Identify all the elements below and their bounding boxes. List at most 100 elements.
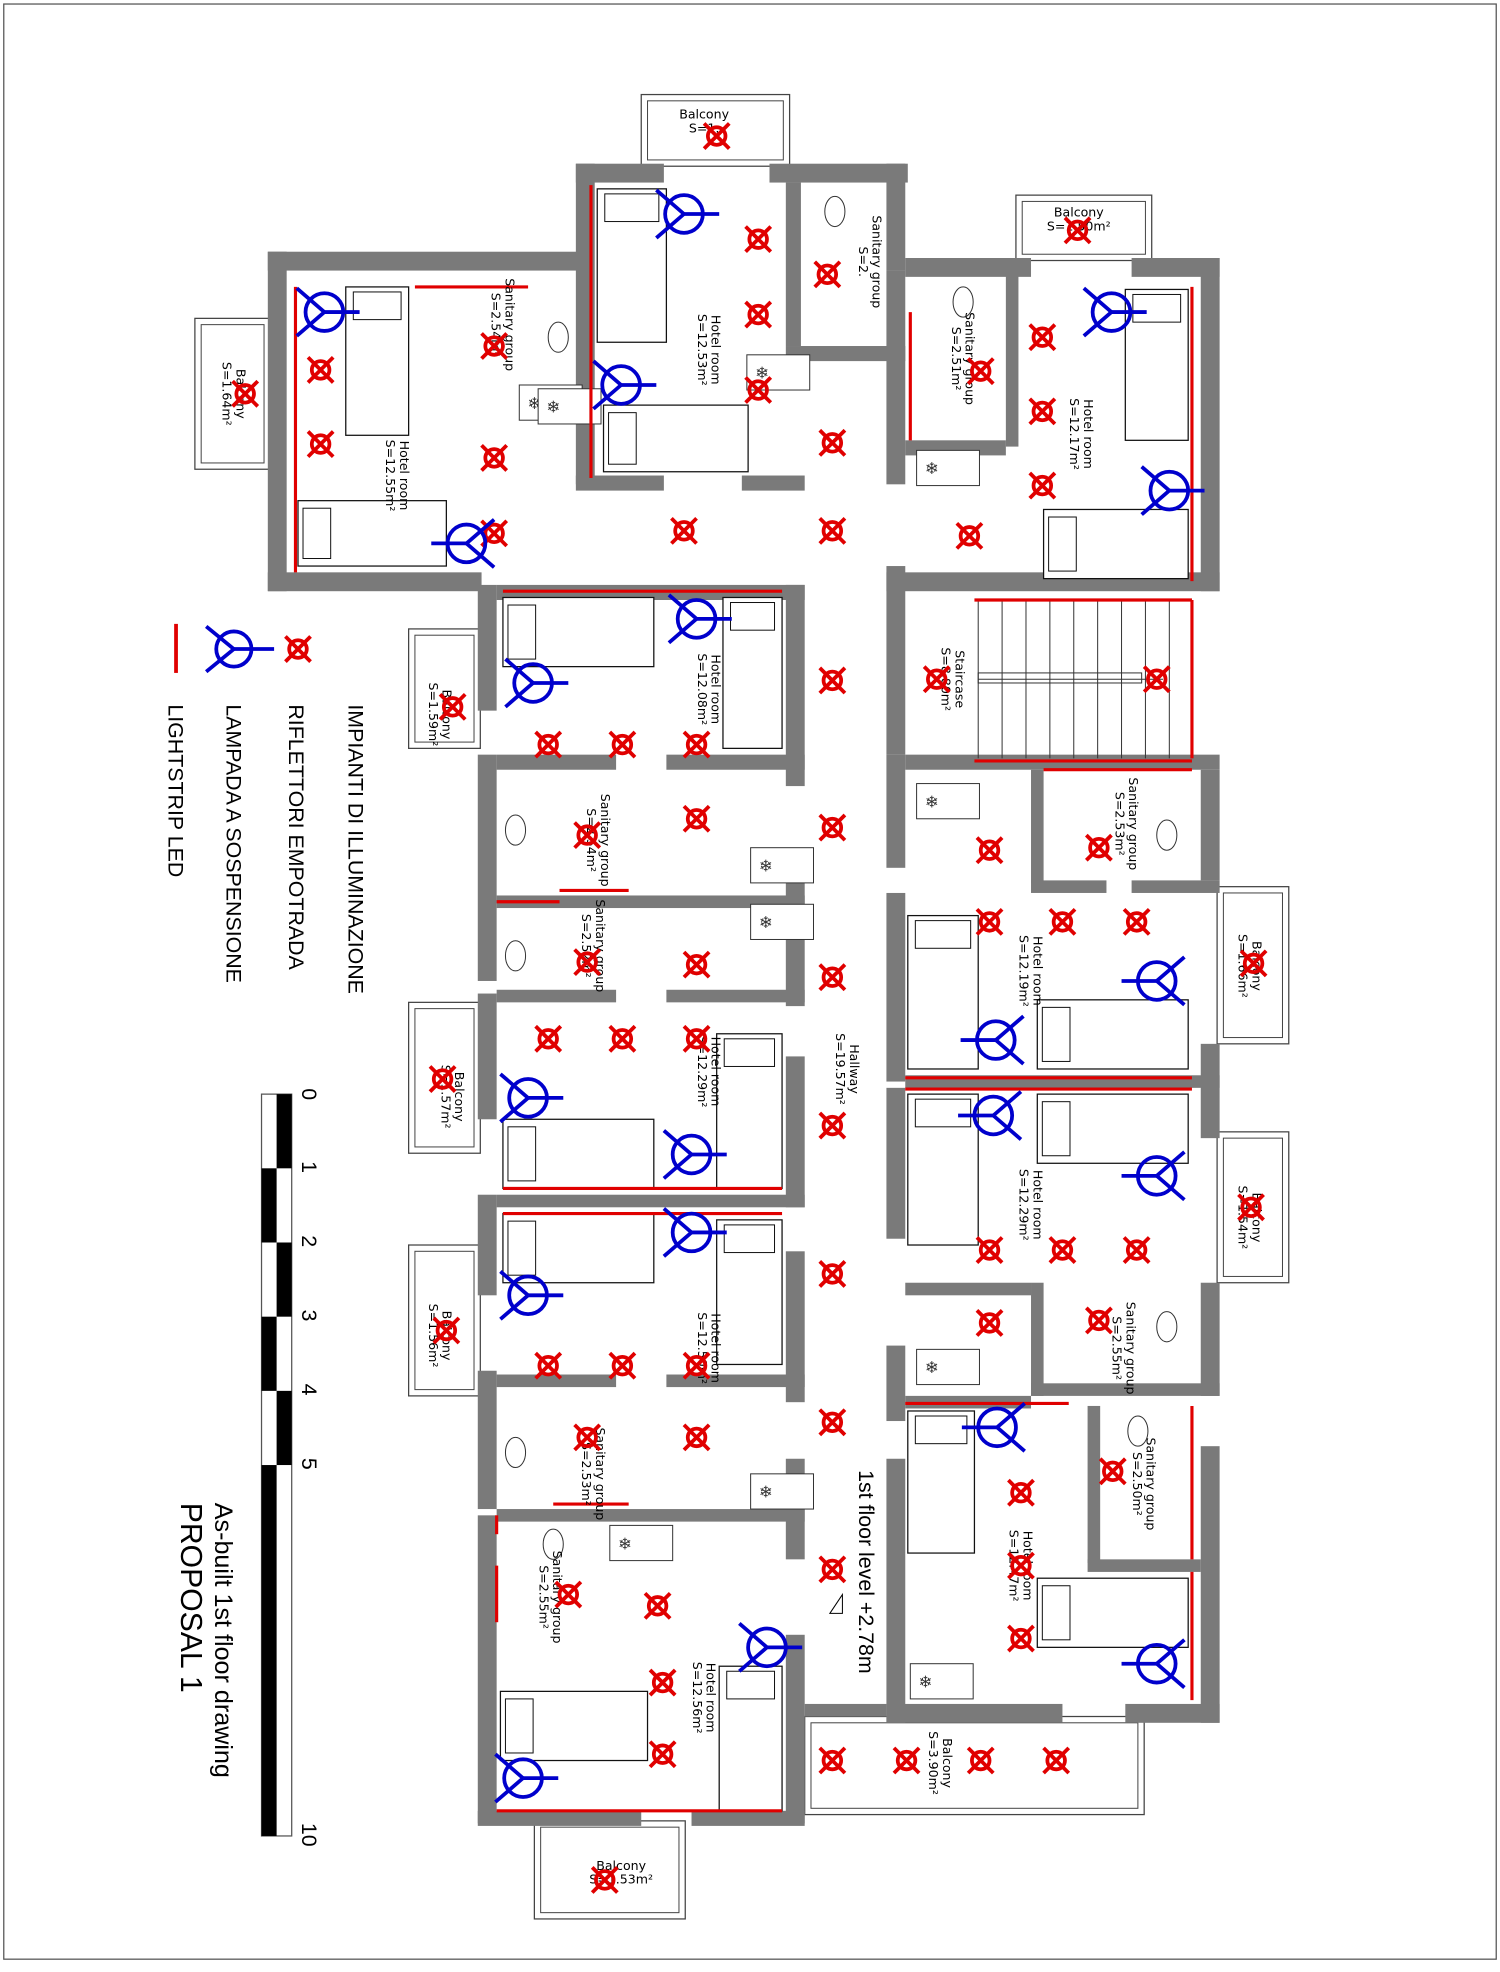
spot-cross bbox=[682, 730, 711, 759]
svg-text:Sanitary group: Sanitary group bbox=[1124, 1302, 1139, 1395]
fridge-snowflake-icon: ❄ bbox=[759, 857, 773, 876]
recessed-spotlight-icon bbox=[975, 836, 1004, 865]
spot-cross bbox=[975, 907, 1004, 936]
legend-heading: IMPIANTI DI ILLUMINAZIONE bbox=[343, 704, 367, 994]
wall bbox=[1200, 1282, 1220, 1396]
pillow bbox=[507, 1126, 537, 1182]
pillow bbox=[914, 1415, 968, 1445]
pillow bbox=[1041, 1006, 1071, 1062]
spot-cross bbox=[813, 260, 842, 289]
recessed-spotlight-icon bbox=[975, 1236, 1004, 1264]
spot-cross bbox=[818, 666, 847, 695]
pendant-arm bbox=[1155, 1174, 1186, 1202]
recessed-spotlight-icon bbox=[1007, 1551, 1035, 1580]
recessed-spotlight-icon bbox=[892, 1746, 921, 1775]
scale-tick-5: 5 bbox=[297, 1458, 321, 1470]
pendant-arm bbox=[295, 310, 326, 338]
pendant-arm bbox=[994, 1038, 1025, 1066]
spot-ring bbox=[685, 1426, 708, 1449]
svg-text:S=12.53m²: S=12.53m² bbox=[695, 314, 710, 386]
kitchenette bbox=[916, 783, 980, 820]
pendant-arm bbox=[655, 188, 686, 216]
recessed-spotlight-icon bbox=[534, 730, 563, 759]
spot-ring bbox=[970, 1749, 992, 1772]
spot-ring bbox=[537, 1028, 559, 1050]
balcony-outline bbox=[414, 634, 475, 743]
spot-ring bbox=[1102, 1460, 1124, 1483]
pendant-arm bbox=[465, 541, 496, 569]
pendant-arm bbox=[592, 359, 623, 387]
spot-ring bbox=[483, 447, 505, 469]
wall bbox=[575, 475, 664, 491]
pillow bbox=[914, 920, 972, 949]
lighting-fixtures bbox=[231, 122, 1268, 1894]
recessed-spotlight-icon bbox=[573, 821, 602, 850]
recessed-spotlight-icon bbox=[682, 950, 711, 979]
drawing-title: PROPOSAL 1 bbox=[174, 1503, 207, 1693]
wall bbox=[785, 346, 906, 362]
spot-cross bbox=[554, 1580, 583, 1609]
pillow bbox=[302, 507, 332, 560]
spot-cross bbox=[1007, 1624, 1035, 1653]
legend-pendant-icon bbox=[205, 624, 275, 674]
pendant-lamp-icon bbox=[960, 1014, 1025, 1066]
kitchenette bbox=[750, 1473, 814, 1510]
wall bbox=[1031, 769, 1044, 883]
svg-text:S=12.47m²: S=12.47m² bbox=[1007, 1530, 1022, 1602]
spot-ring bbox=[1010, 1627, 1032, 1650]
balcony-outline bbox=[1222, 892, 1283, 1039]
recessed-spotlight-icon bbox=[432, 1316, 461, 1345]
bed bbox=[907, 914, 979, 1070]
svg-text:1st floor level +2.78m: 1st floor level +2.78m bbox=[854, 1470, 878, 1674]
pendant-arm bbox=[504, 681, 535, 709]
wall bbox=[496, 1509, 805, 1522]
spot-ring bbox=[821, 1749, 844, 1772]
wall bbox=[477, 584, 497, 711]
pendant-arm bbox=[992, 1114, 1023, 1141]
level-marker-icon bbox=[828, 1592, 843, 1614]
spot-ring bbox=[685, 733, 708, 756]
svg-text:Hotel room: Hotel room bbox=[1031, 1170, 1046, 1240]
fridge-snowflake-icon: ❄ bbox=[925, 459, 939, 478]
recessed-spotlight-icon bbox=[670, 516, 698, 545]
svg-text:Sanitary group: Sanitary group bbox=[593, 899, 608, 992]
furniture: ❄❄❄❄❄❄❄❄❄❄❄ bbox=[297, 188, 1189, 1812]
spot-cross bbox=[438, 692, 467, 721]
recessed-spotlight-icon bbox=[682, 730, 711, 759]
pendant-arm bbox=[662, 1231, 693, 1258]
recessed-spotlight-icon bbox=[682, 804, 711, 833]
spot-ring bbox=[557, 1583, 580, 1606]
bed bbox=[718, 1665, 783, 1812]
pendant-lamp-icon bbox=[295, 286, 360, 338]
wall bbox=[886, 892, 906, 1082]
spot-ring bbox=[1010, 1482, 1032, 1504]
recessed-spotlight-icon bbox=[818, 963, 847, 992]
recessed-spotlight-icon bbox=[818, 428, 847, 457]
recessed-spotlight-icon bbox=[702, 122, 731, 150]
svg-text:Balcony: Balcony bbox=[233, 369, 248, 419]
spot-ring bbox=[646, 1595, 669, 1617]
pillow bbox=[504, 1698, 534, 1754]
spot-ring bbox=[1242, 952, 1265, 975]
pendant-arm bbox=[738, 1645, 769, 1673]
spot-cross bbox=[818, 1408, 847, 1437]
balcony-outline bbox=[533, 1820, 686, 1920]
spot-ring bbox=[747, 303, 769, 326]
spot-cross bbox=[682, 1351, 711, 1380]
balcony-outline bbox=[640, 93, 791, 167]
wall bbox=[1200, 258, 1220, 592]
spot-ring bbox=[1125, 911, 1148, 933]
recessed-spotlight-icon bbox=[573, 948, 602, 977]
recessed-spotlight-icon bbox=[966, 357, 995, 386]
spot-cross bbox=[1028, 471, 1057, 500]
spot-ring bbox=[685, 1028, 708, 1050]
kitchenette bbox=[750, 903, 814, 940]
pendant-lamp-icon bbox=[1140, 465, 1205, 516]
kitchenette bbox=[750, 847, 814, 884]
pendant-lamp-icon bbox=[662, 1129, 727, 1180]
